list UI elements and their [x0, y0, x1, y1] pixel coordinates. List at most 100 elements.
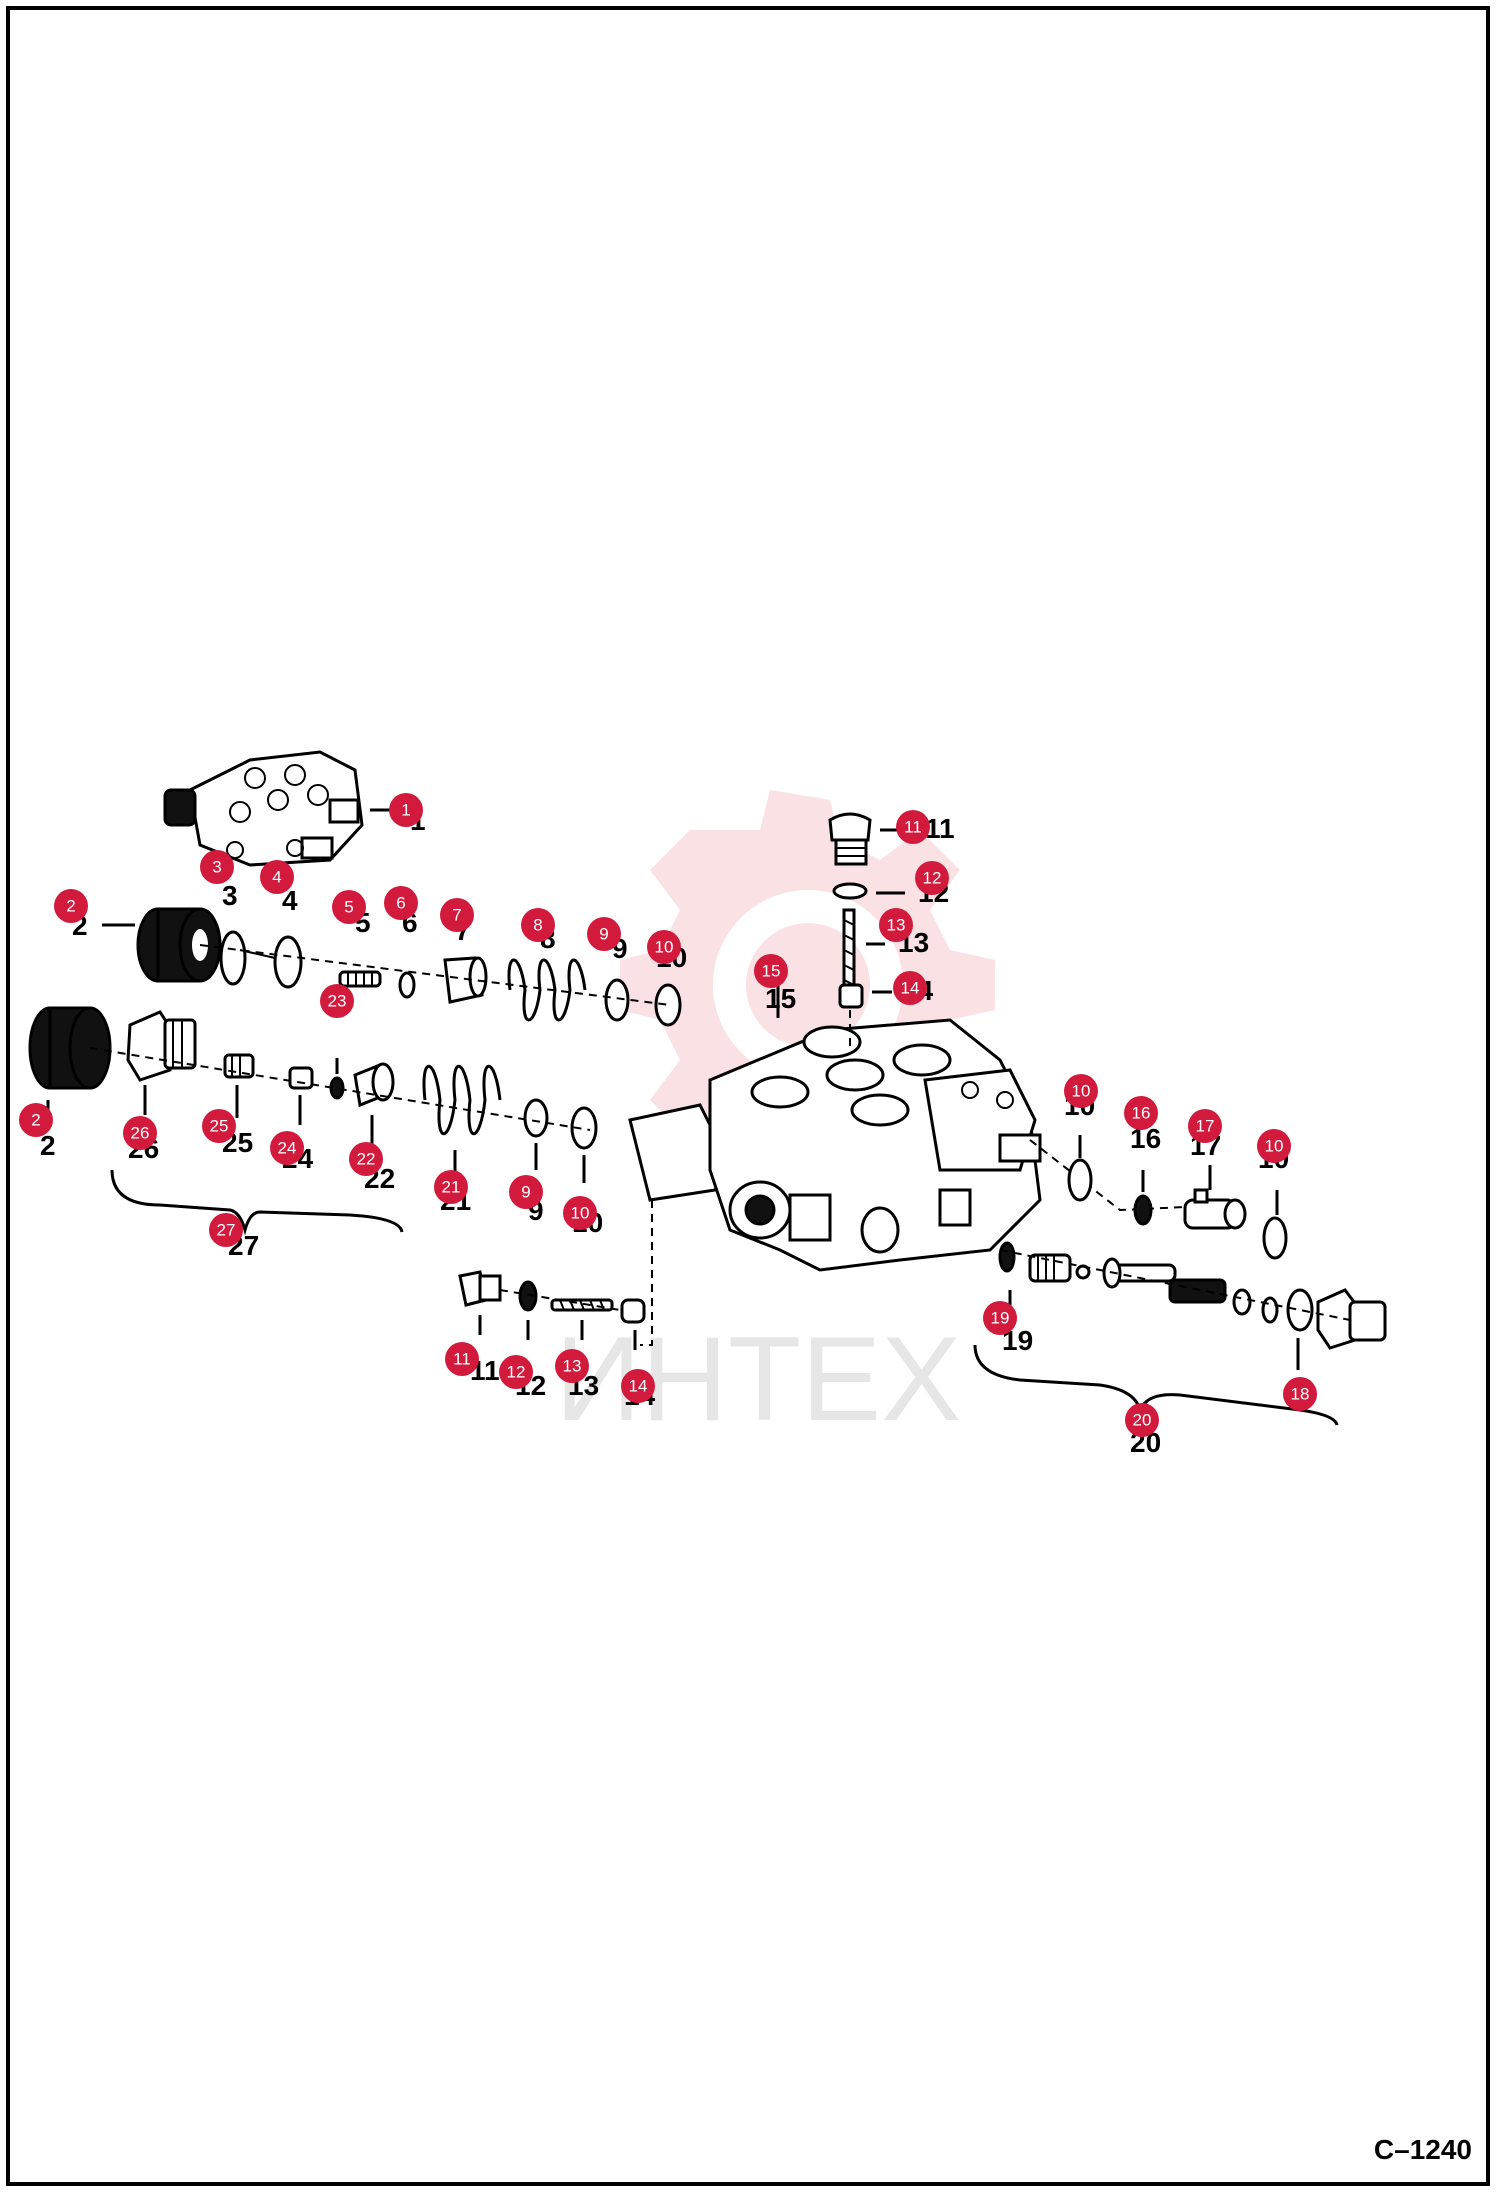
- callout-marker: 23: [320, 984, 354, 1018]
- part-26-plug: [126, 1010, 197, 1082]
- svg-text:11: 11: [453, 1350, 471, 1369]
- callout-marker: 24: [270, 1131, 304, 1165]
- svg-text:24: 24: [278, 1139, 297, 1158]
- part-3-seal-ring: [219, 930, 247, 986]
- part-10-seal-upper: [654, 983, 682, 1027]
- callout-marker: 16: [1124, 1096, 1158, 1130]
- callout-marker: 10: [563, 1196, 597, 1230]
- watermark-text: ИНТЕХ: [555, 1312, 961, 1446]
- callout-marker: 5: [332, 890, 366, 924]
- callout-marker: 22: [349, 1142, 383, 1176]
- svg-text:27: 27: [217, 1221, 236, 1240]
- svg-text:2: 2: [31, 1111, 40, 1130]
- svg-text:20: 20: [1133, 1411, 1152, 1430]
- part-21-spring: [422, 1065, 502, 1135]
- part-10-seal-lower: [570, 1106, 598, 1150]
- svg-text:18: 18: [1291, 1385, 1310, 1404]
- callout-marker: 8: [521, 908, 555, 942]
- callout-marker: 12: [915, 861, 949, 895]
- callout-marker: 18: [1283, 1377, 1317, 1411]
- callout-marker: 2: [19, 1103, 53, 1137]
- callout-marker: 11: [445, 1342, 479, 1376]
- svg-text:9: 9: [599, 925, 608, 944]
- svg-text:21: 21: [442, 1178, 461, 1197]
- svg-text:11: 11: [904, 818, 922, 837]
- part-6-washer: [398, 971, 416, 999]
- callout-markers: 1 3 4 2 5 6 7 8 9 10 23 2 26 25 24 22 21…: [19, 793, 1317, 1437]
- svg-text:19: 19: [991, 1309, 1010, 1328]
- callout-marker: 25: [202, 1109, 236, 1143]
- svg-text:6: 6: [396, 894, 405, 913]
- svg-text:3: 3: [212, 858, 221, 877]
- part-24-seat: [288, 1066, 314, 1090]
- svg-text:2: 2: [40, 1130, 56, 1161]
- svg-text:2: 2: [66, 897, 75, 916]
- callout-marker: 19: [983, 1301, 1017, 1335]
- callout-marker: 11: [896, 810, 930, 844]
- valve-assembly-overview: [163, 750, 364, 867]
- svg-text:25: 25: [210, 1117, 229, 1136]
- callout-marker: 26: [123, 1116, 157, 1150]
- svg-text:8: 8: [533, 916, 542, 935]
- part-14-poppet-top: [838, 983, 864, 1009]
- svg-text:14: 14: [629, 1377, 648, 1396]
- svg-text:14: 14: [901, 979, 920, 998]
- svg-text:10: 10: [1072, 1082, 1091, 1101]
- svg-text:10: 10: [571, 1204, 590, 1223]
- callout-marker: 3: [200, 850, 234, 884]
- svg-text:12: 12: [507, 1363, 526, 1382]
- callout-marker: 10: [647, 930, 681, 964]
- part-4-o-ring: [273, 935, 303, 989]
- callout-marker: 27: [209, 1213, 243, 1247]
- part-13-spring-bottom: [550, 1298, 614, 1312]
- callout-marker: 9: [509, 1175, 543, 1209]
- svg-text:4: 4: [282, 885, 298, 916]
- brace-27: [110, 1169, 404, 1236]
- part-18-seal: [1286, 1288, 1314, 1332]
- part-12-o-ring-top: [832, 882, 868, 900]
- part-10-seal-right-a: [1067, 1158, 1093, 1202]
- part-11-cap-bottom: [458, 1270, 502, 1307]
- svg-text:15: 15: [762, 962, 781, 981]
- part-19-o-ring: [998, 1241, 1016, 1273]
- svg-text:16: 16: [1132, 1104, 1151, 1123]
- callout-marker: 14: [893, 971, 927, 1005]
- svg-text:1: 1: [401, 801, 410, 820]
- part-9-washer-upper: [604, 978, 630, 1022]
- svg-text:13: 13: [563, 1357, 582, 1376]
- callout-marker: 12: [499, 1355, 533, 1389]
- part-11-cap-top: [828, 812, 872, 866]
- part-10-seal-right-b: [1262, 1216, 1288, 1260]
- part-14-poppet-bottom: [620, 1298, 646, 1324]
- callout-marker: 14: [621, 1369, 655, 1403]
- drawing-code: C–1240: [1373, 2134, 1472, 2165]
- svg-text:4: 4: [272, 868, 281, 887]
- part-5-screw: [338, 970, 382, 988]
- callout-marker: 4: [260, 860, 294, 894]
- callout-marker: 10: [1257, 1129, 1291, 1163]
- callout-marker: 21: [434, 1170, 468, 1204]
- svg-text:13: 13: [887, 916, 906, 935]
- svg-text:11: 11: [925, 813, 955, 844]
- svg-text:15: 15: [765, 983, 796, 1014]
- part-22-sleeve: [353, 1062, 395, 1108]
- part-8-spring: [507, 958, 587, 1022]
- callout-marker: 17: [1188, 1109, 1222, 1143]
- callout-marker: 7: [440, 898, 474, 932]
- part-17-check-valve: [1183, 1188, 1247, 1230]
- callout-marker: 1: [389, 793, 423, 827]
- part-9-washer-lower: [523, 1098, 549, 1138]
- part-23-ring: [329, 1076, 345, 1100]
- svg-text:3: 3: [222, 880, 238, 911]
- part-2-lower-cap: [28, 1006, 112, 1090]
- callout-marker: 13: [879, 908, 913, 942]
- svg-text:26: 26: [131, 1124, 150, 1143]
- callout-marker: 2: [54, 889, 88, 923]
- svg-text:10: 10: [655, 938, 674, 957]
- part-12-o-ring-bottom: [518, 1280, 538, 1312]
- callout-marker: 20: [1125, 1403, 1159, 1437]
- part-spool-pin: [1102, 1257, 1177, 1289]
- callout-marker: 6: [384, 886, 418, 920]
- valve-body-main: [628, 1018, 1042, 1272]
- part-spool-plug: [1028, 1253, 1091, 1283]
